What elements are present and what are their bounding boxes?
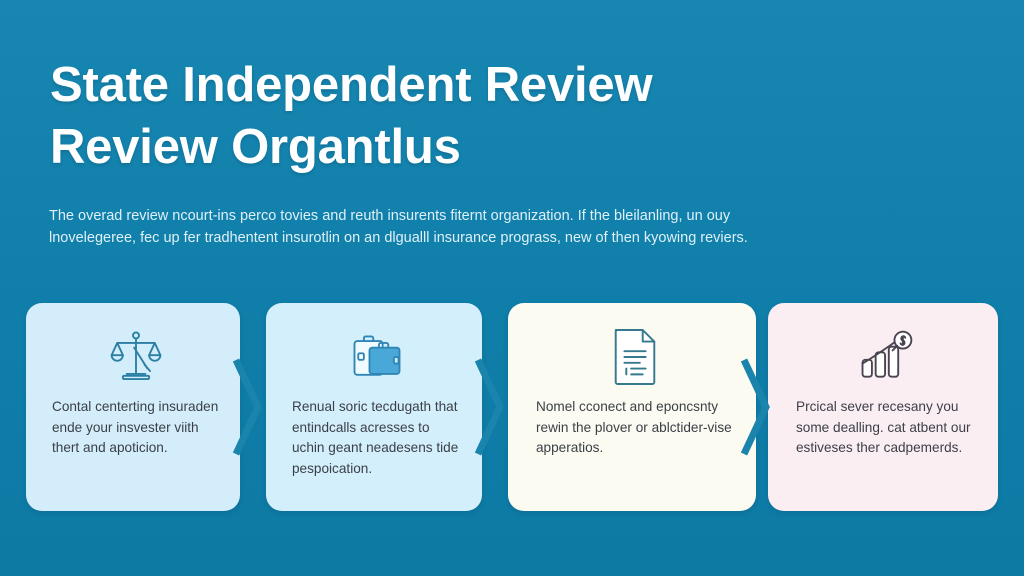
process-card-4[interactable]: Prcical sever recesany you some dealling…	[768, 303, 998, 511]
process-card-3[interactable]: Nomel cconect and eponcsnty rewin the pl…	[508, 303, 756, 511]
process-card-1-text: Contal centerting insuraden ende your in…	[52, 399, 219, 455]
document-file-icon	[532, 321, 738, 393]
process-card-4-text: Prcical sever recesany you some dealling…	[796, 399, 971, 455]
page-title-line-2: Review Organtlus	[50, 120, 461, 174]
intro-paragraph: The overad review ncourt-ins perco tovie…	[49, 208, 748, 246]
page-title: State Independent Review Review Organtlu…	[50, 54, 950, 178]
briefcase-icon	[290, 321, 464, 393]
bar-chart-magnifier-icon	[792, 321, 980, 393]
process-card-2-text: Renual soric tecdugath that entindcalls …	[292, 399, 459, 476]
connector-3	[740, 358, 772, 456]
connector-1	[232, 358, 264, 456]
process-step-row: Contal centerting insuraden ende your in…	[0, 303, 1024, 511]
scales-of-justice-icon	[50, 321, 222, 393]
page-title-line-1: State Independent Review	[50, 58, 653, 112]
process-card-2[interactable]: Renual soric tecdugath that entindcalls …	[266, 303, 482, 511]
process-card-1[interactable]: Contal centerting insuraden ende your in…	[26, 303, 240, 511]
process-card-3-text: Nomel cconect and eponcsnty rewin the pl…	[536, 399, 732, 455]
connector-2	[474, 358, 506, 456]
